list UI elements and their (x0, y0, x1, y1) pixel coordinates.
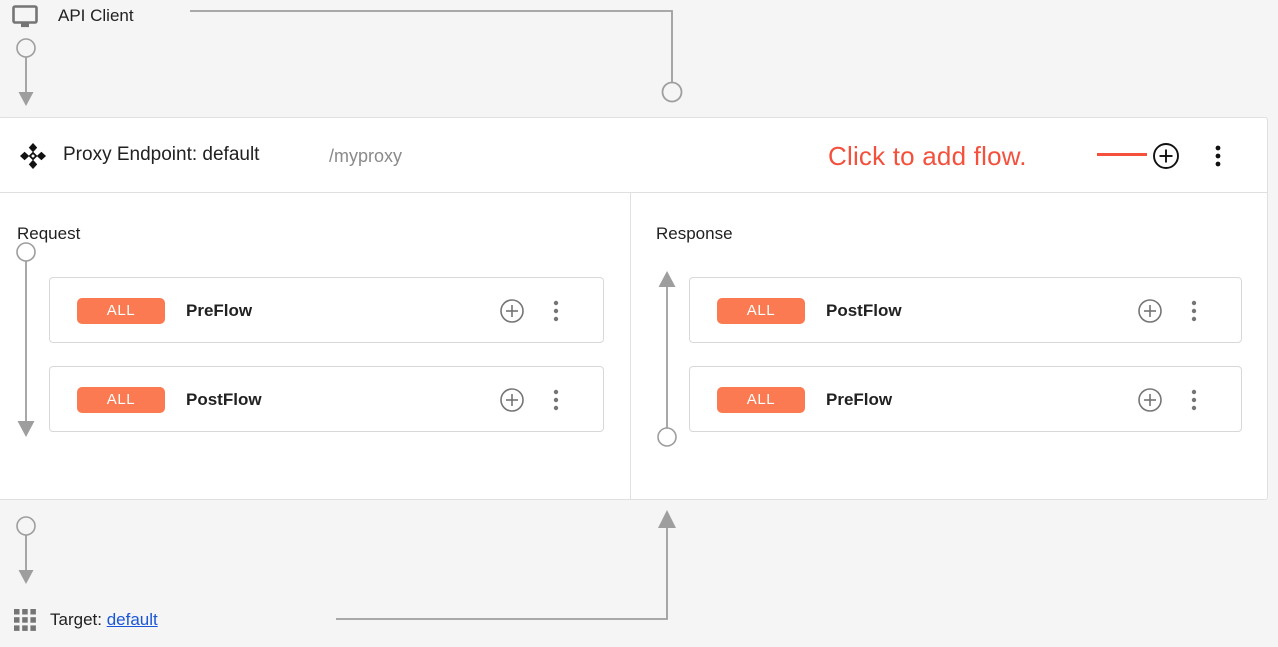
plus-circle-icon[interactable] (499, 298, 525, 324)
target-strip (0, 500, 1278, 642)
flow-card[interactable]: ALL PreFlow (689, 366, 1242, 432)
plus-circle-icon[interactable] (499, 387, 525, 413)
endpoint-basepath: /myproxy (329, 146, 403, 166)
status-badge: ALL (77, 387, 165, 413)
plus-circle-icon[interactable] (1137, 387, 1163, 413)
request-column: Request ALL PreFlow (0, 193, 630, 499)
status-badge: ALL (77, 298, 165, 324)
add-flow-button[interactable] (1152, 142, 1180, 170)
target-to-endpoint-connector (330, 508, 690, 642)
request-column-title: Request (17, 224, 81, 243)
endpoint-more-menu-button[interactable] (1208, 142, 1228, 170)
more-vertical-icon[interactable] (1185, 387, 1203, 413)
response-flow-list: ALL PostFlow (689, 277, 1242, 455)
more-vertical-icon[interactable] (1185, 298, 1203, 324)
target-label: Target: default (50, 608, 158, 632)
annotation-pointer-line (1097, 153, 1147, 156)
more-vertical-icon[interactable] (547, 298, 565, 324)
response-direction-arrow (651, 241, 683, 451)
client-to-endpoint-connector (190, 0, 690, 110)
page-title: Proxy Endpoint: default (63, 144, 260, 165)
client-flow-down-arrow (12, 32, 44, 110)
plus-circle-icon[interactable] (1137, 298, 1163, 324)
annotation-label: Click to add flow. (828, 141, 1027, 171)
flow-name: PreFlow (186, 301, 253, 320)
endpoint-to-target-down-arrow (12, 510, 44, 588)
status-badge: ALL (717, 298, 805, 324)
flow-card[interactable]: ALL PostFlow (689, 277, 1242, 343)
proxy-endpoint-header: Proxy Endpoint: default /myproxy Click t… (0, 118, 1267, 193)
status-badge: ALL (717, 387, 805, 413)
monitor-icon (11, 4, 39, 30)
more-vertical-icon[interactable] (547, 387, 565, 413)
flow-name: PostFlow (186, 390, 262, 409)
target-default-link[interactable]: default (106, 610, 158, 629)
api-client-label: API Client (58, 6, 134, 25)
request-flow-list: ALL PreFlow (49, 277, 604, 455)
flow-card[interactable]: ALL PreFlow (49, 277, 604, 343)
grid-dots-icon (13, 608, 37, 632)
move-handle-icon[interactable] (20, 143, 46, 169)
flow-columns: Request ALL PreFlow (0, 193, 1267, 499)
target-label-prefix: Target: (50, 610, 107, 629)
flow-name: PreFlow (826, 390, 893, 409)
flow-card[interactable]: ALL PostFlow (49, 366, 604, 432)
proxy-endpoint-panel: Proxy Endpoint: default /myproxy Click t… (0, 117, 1268, 500)
response-column-title: Response (656, 224, 733, 243)
request-direction-arrow (10, 241, 42, 451)
response-column: Response ALL PostFlow (630, 193, 1269, 499)
api-client-strip: API Client (0, 0, 1278, 117)
flow-name: PostFlow (826, 301, 902, 320)
